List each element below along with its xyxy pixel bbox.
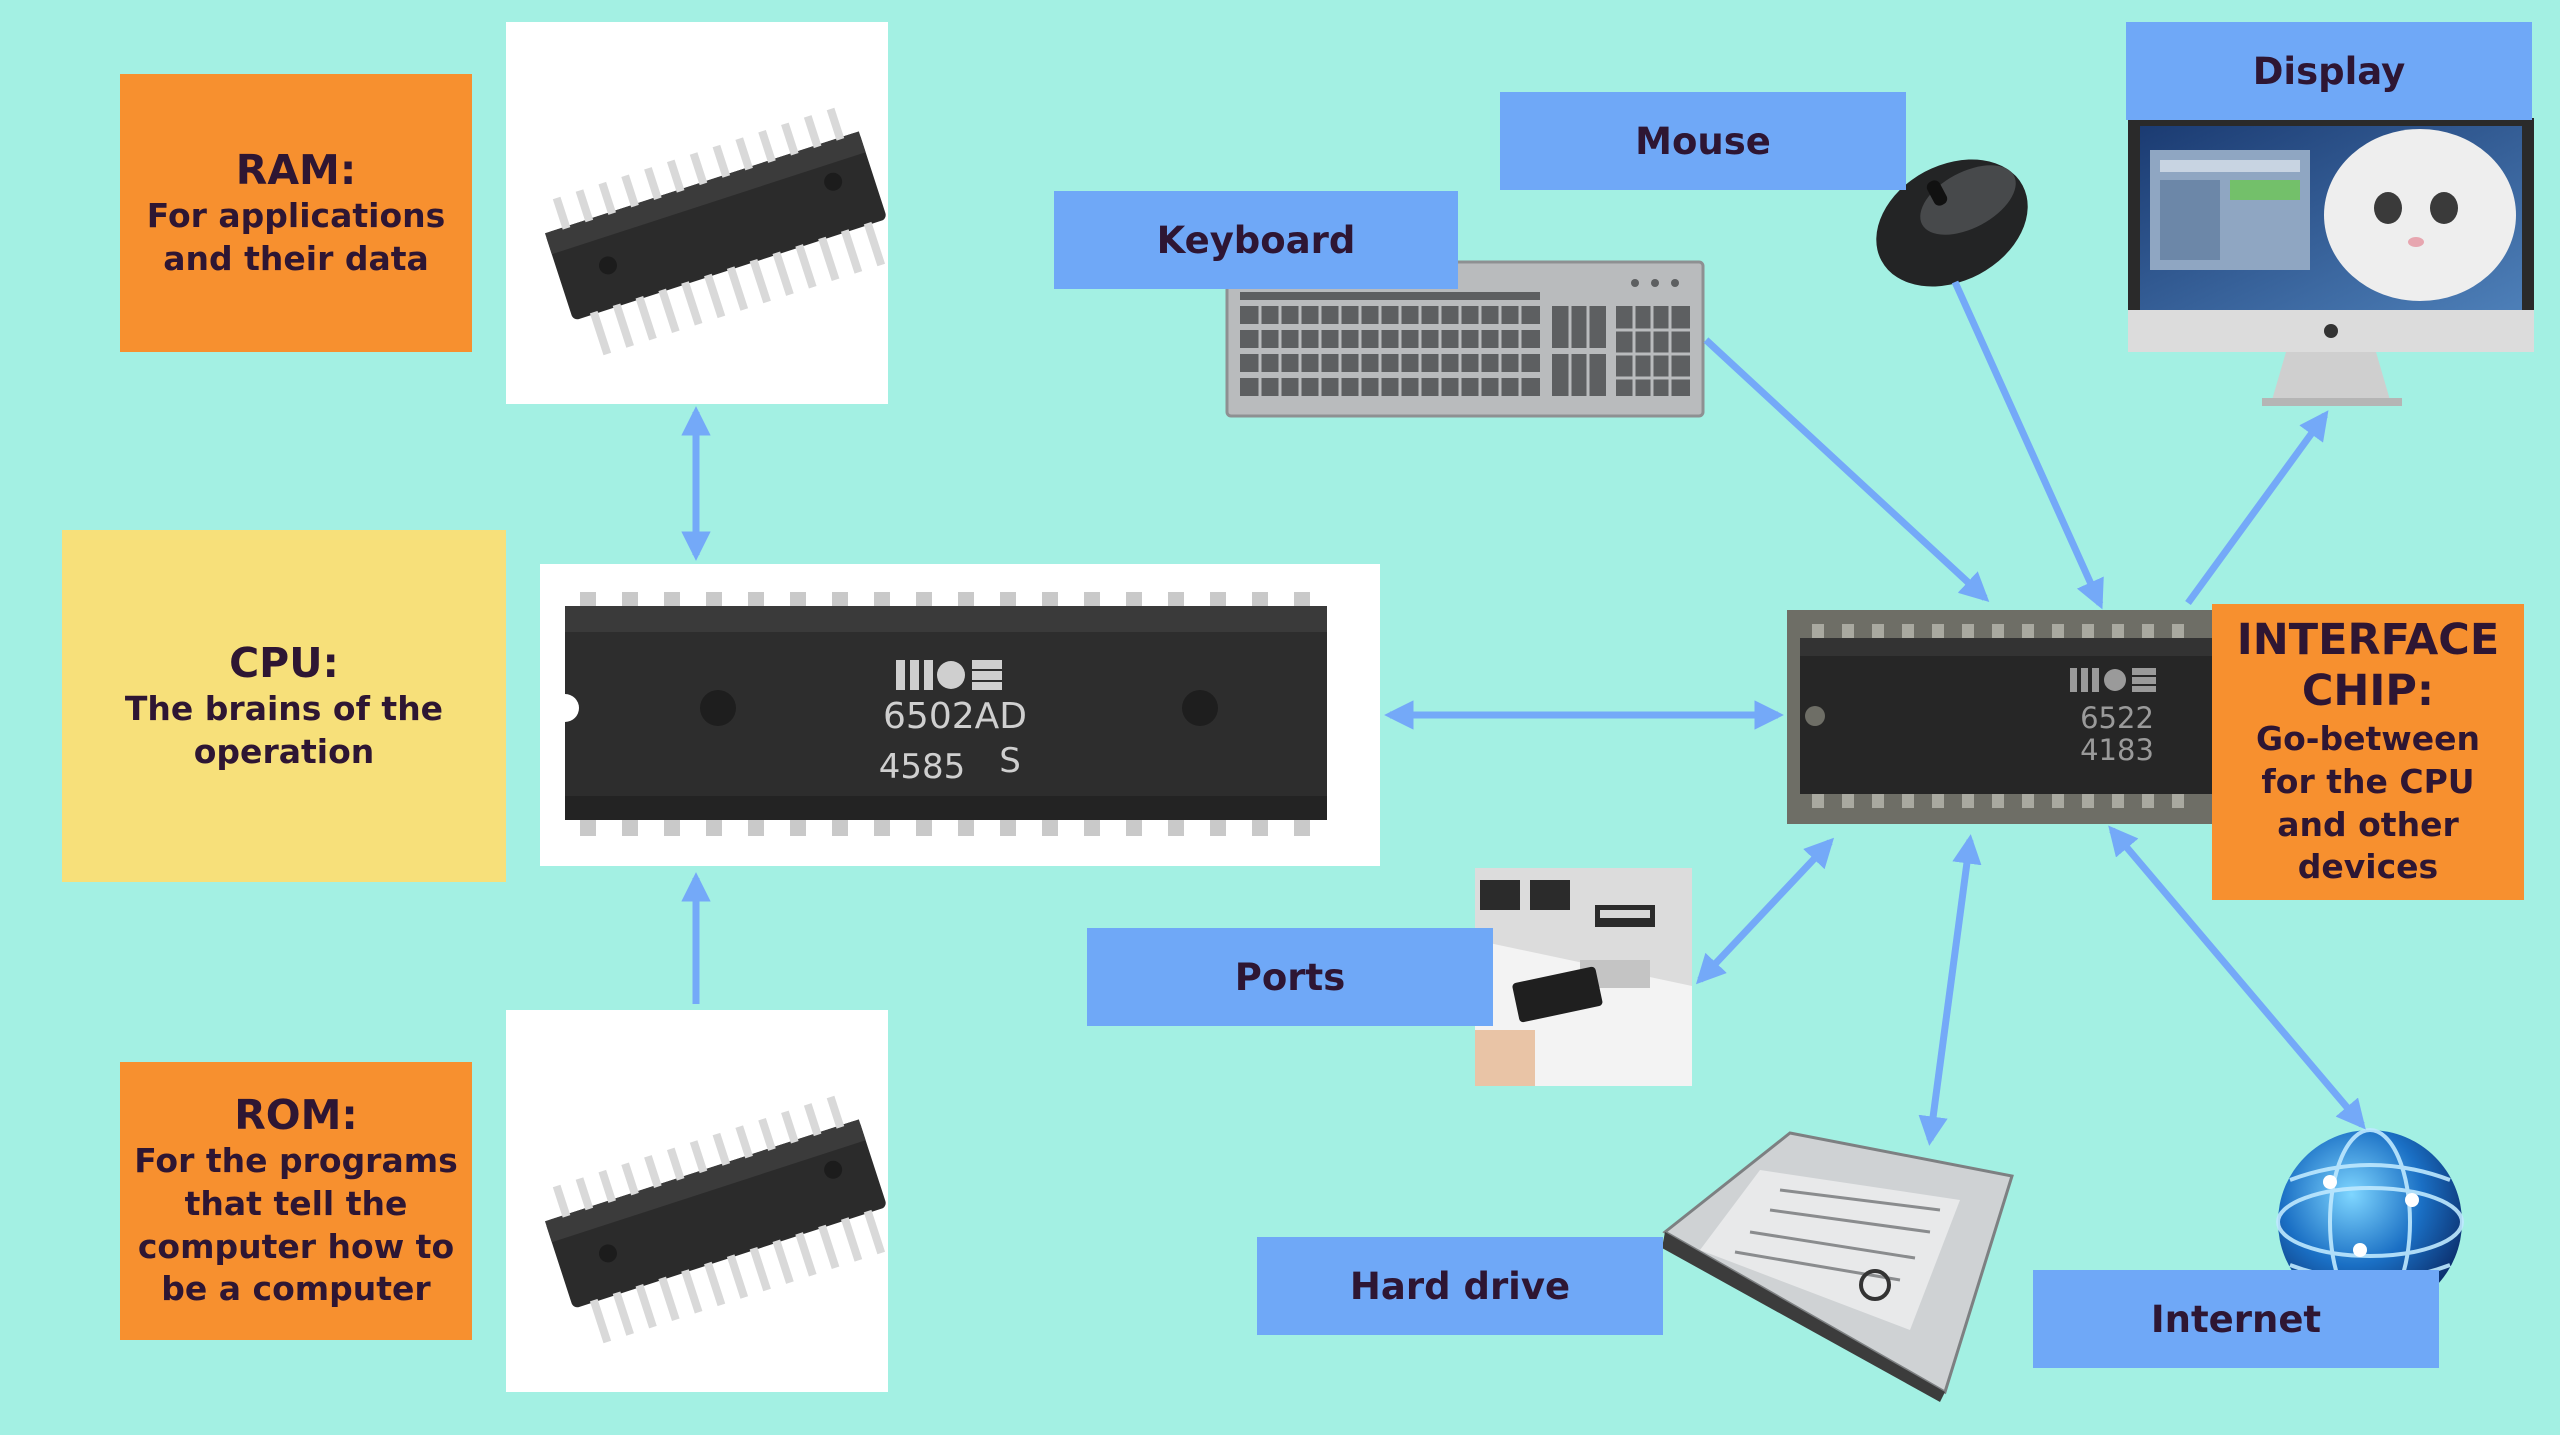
ram-desc-line: and their data: [163, 238, 429, 278]
ram-label-box: RAM: For applications and their data: [120, 74, 472, 352]
arrow-keyboard-interface: [1703, 337, 1990, 602]
keyboard-label: Keyboard: [1054, 191, 1458, 289]
ram-desc-line: For applications: [146, 195, 446, 235]
rom-chip-image: [544, 1095, 886, 1344]
interface-chip-label-box: INTERFACE CHIP: Go-between for the CPU a…: [2212, 604, 2524, 900]
rom-title: ROM:: [234, 1090, 358, 1139]
mouse-label: Mouse: [1500, 92, 1906, 190]
ports-label: Ports: [1087, 928, 1493, 1026]
cpu-chip-model: 6502AD: [883, 696, 1027, 737]
arrow-mouse-interface: [1951, 280, 2104, 610]
interface-desc-line: and other: [2277, 804, 2459, 844]
arrow-internet-interface: [2108, 825, 2366, 1130]
rom-desc-line: For the programs: [134, 1140, 458, 1180]
interface-desc-line: Go-between: [2256, 718, 2480, 758]
hard-drive-image: [1662, 1131, 2014, 1402]
interface-chip-date: 4183: [2080, 733, 2154, 767]
cpu-chip-date: 4585: [879, 747, 966, 787]
mouse-image: [1876, 159, 2028, 287]
interface-desc-line: for the CPU: [2261, 761, 2475, 801]
rom-label-box: ROM: For the programs that tell the comp…: [120, 1062, 472, 1340]
ports-image: [1475, 868, 1692, 1086]
ram-chip-image: [544, 107, 886, 356]
arrow-interface-display: [2185, 410, 2329, 606]
interface-title-line: CHIP:: [2301, 666, 2435, 717]
interface-chip-logo: [2070, 668, 2156, 692]
display-image: [2128, 118, 2534, 406]
keyboard-image: [1225, 260, 1705, 418]
rom-desc-line: computer how to: [137, 1226, 455, 1266]
connection-arrows: [681, 280, 2366, 1146]
rom-desc-line: that tell the: [184, 1183, 408, 1223]
ram-title: RAM:: [235, 145, 357, 194]
interface-chip-model: 6522: [2080, 701, 2154, 735]
interface-chip-image: [1787, 610, 2215, 824]
display-label: Display: [2126, 22, 2532, 120]
cpu-chip-suffix: S: [999, 741, 1021, 781]
arrow-harddrive-interface: [1918, 834, 1982, 1146]
arrow-ports-interface: [1695, 837, 1835, 985]
interface-title-line: INTERFACE: [2236, 614, 2500, 665]
rom-desc-line: be a computer: [161, 1269, 431, 1309]
cpu-desc-line: The brains of the: [124, 688, 444, 728]
interface-desc-line: devices: [2297, 847, 2439, 887]
cpu-chip-image: [551, 592, 1327, 836]
cpu-label-box: CPU: The brains of the operation: [62, 530, 506, 882]
internet-label: Internet: [2033, 1270, 2439, 1368]
hard-drive-label: Hard drive: [1257, 1237, 1663, 1335]
cpu-title: CPU:: [229, 638, 339, 687]
cpu-desc-line: operation: [193, 731, 375, 771]
cpu-chip-logo: [896, 660, 1002, 690]
